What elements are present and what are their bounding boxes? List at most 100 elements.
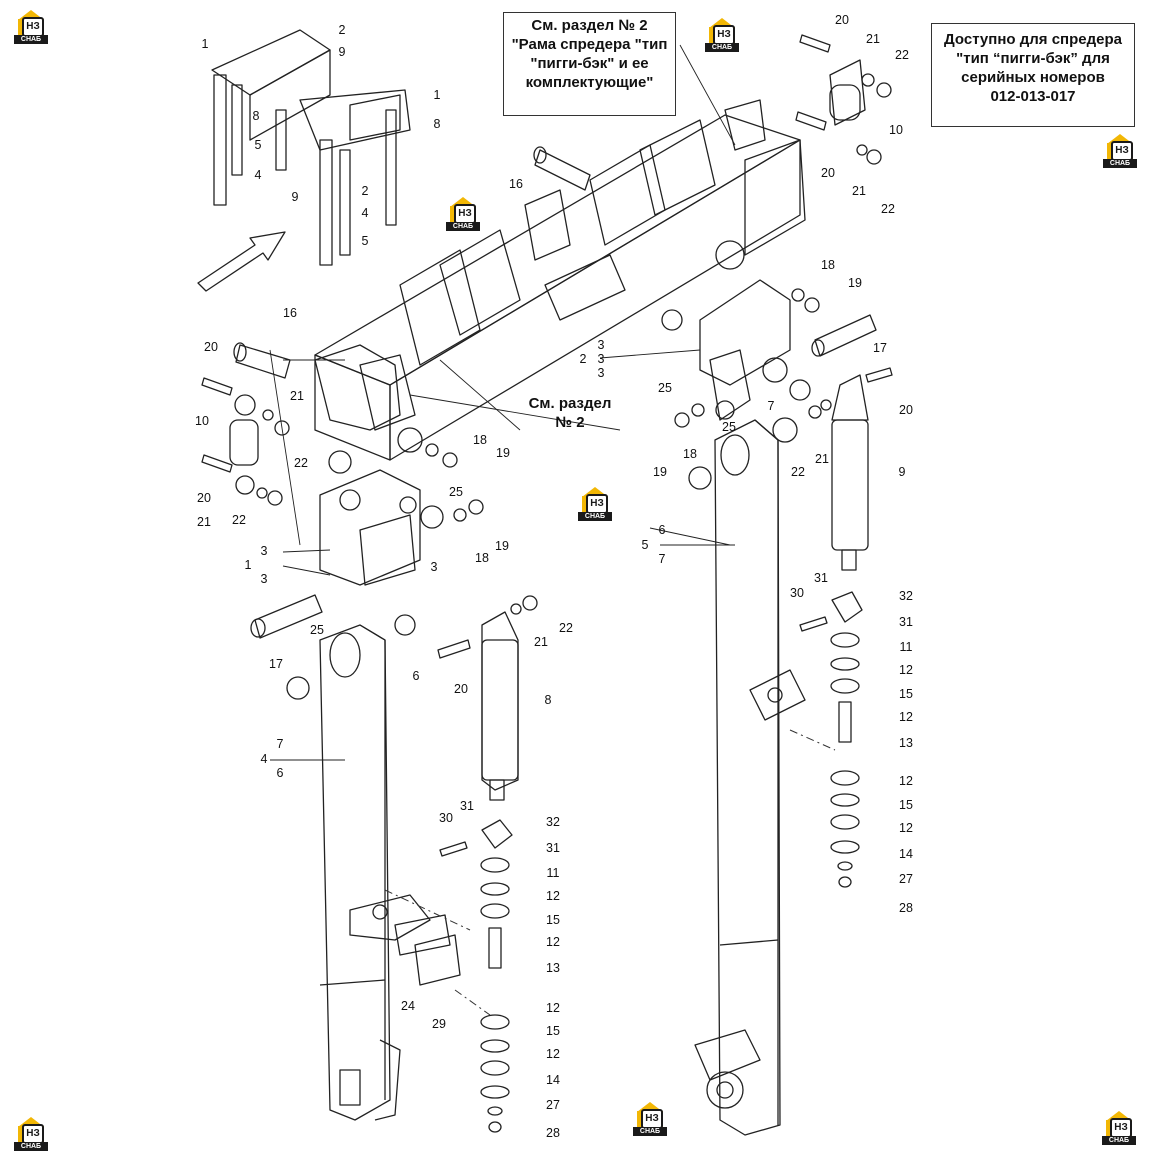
part-callout: 5 — [641, 538, 649, 552]
part-callout: 15 — [899, 798, 913, 812]
availability-line-1: Доступно для спредера — [944, 31, 1122, 48]
part-callout: 22 — [881, 202, 895, 216]
part-callout: 32 — [546, 815, 560, 829]
part-callout: 22 — [895, 48, 909, 62]
part-callout: 22 — [791, 465, 805, 479]
logo-roof-shape — [1106, 1111, 1132, 1121]
part-callout: 1 — [201, 37, 209, 51]
part-callout: 5 — [254, 138, 262, 152]
part-callout: 25 — [722, 420, 736, 434]
logo-mark: НЗ — [1111, 141, 1133, 161]
logo-mark: НЗ — [22, 17, 44, 37]
reference-frame-line-1: См. раздел № 2 — [531, 17, 648, 34]
part-callout: 14 — [546, 1073, 560, 1087]
part-callout: 3 — [597, 366, 605, 380]
part-callout: 19 — [495, 539, 509, 553]
logo-mark: НЗ — [1110, 1118, 1132, 1138]
part-callout: 3 — [430, 560, 438, 574]
part-callout: 25 — [449, 485, 463, 499]
part-callout: 21 — [290, 389, 304, 403]
part-callout: 5 — [361, 234, 369, 248]
reference-frame-line-2: "Рама спредера "тип — [511, 36, 668, 53]
part-callout: 22 — [559, 621, 573, 635]
part-callout: 21 — [534, 635, 548, 649]
section-reference-line-1: См. раздел — [528, 395, 612, 412]
part-callout: 8 — [252, 109, 260, 123]
part-callout: 28 — [899, 901, 913, 915]
logo-text: СНАБ — [14, 35, 48, 44]
part-callout: 25 — [310, 623, 324, 637]
part-callout: 12 — [546, 1001, 560, 1015]
logo-text: СНАБ — [446, 222, 480, 231]
part-callout: 4 — [260, 752, 268, 766]
spreader-overview-drawing — [211, 29, 411, 266]
availability-line-4: 012-013-017 — [990, 88, 1076, 105]
part-callout: 2 — [579, 352, 587, 366]
part-callout: 8 — [544, 693, 552, 707]
direction-arrow — [197, 231, 286, 292]
part-callout: 31 — [899, 615, 913, 629]
part-callout: 24 — [401, 999, 415, 1013]
part-callout: 12 — [546, 889, 560, 903]
part-callout: 30 — [439, 811, 453, 825]
part-callout: 29 — [432, 1017, 446, 1031]
part-callout: 28 — [546, 1126, 560, 1140]
part-callout: 3 — [260, 544, 268, 558]
logo-text: СНАБ — [633, 1127, 667, 1136]
part-callout: 3 — [597, 338, 605, 352]
availability-line-3: серийных номеров — [961, 69, 1105, 86]
part-callout: 9 — [898, 465, 906, 479]
part-callout: 6 — [658, 523, 666, 537]
part-callout: 20 — [454, 682, 468, 696]
logo-text: СНАБ — [578, 512, 612, 521]
part-callout: 15 — [899, 687, 913, 701]
part-callout: 12 — [899, 774, 913, 788]
part-callout: 20 — [835, 13, 849, 27]
part-callout: 15 — [546, 913, 560, 927]
logo-mark: НЗ — [454, 204, 476, 224]
part-callout: 12 — [899, 710, 913, 724]
left-leg-drawing — [319, 624, 401, 1121]
part-callout: 32 — [899, 589, 913, 603]
part-callout: 22 — [232, 513, 246, 527]
logo-mark: НЗ — [22, 1124, 44, 1144]
reference-frame-line-4: комплектующие" — [525, 74, 654, 91]
part-callout: 21 — [852, 184, 866, 198]
logo-roof-shape — [582, 487, 608, 497]
logo-roof-shape — [450, 197, 476, 207]
logo-roof-shape — [709, 18, 735, 28]
part-callout: 7 — [276, 737, 284, 751]
part-callout: 8 — [433, 117, 441, 131]
part-callout: 9 — [291, 190, 299, 204]
part-callout: 20 — [204, 340, 218, 354]
part-callout: 1 — [244, 558, 252, 572]
logo-text: СНАБ — [14, 1142, 48, 1151]
part-callout: 17 — [873, 341, 887, 355]
part-callout: 18 — [475, 551, 489, 565]
part-callout: 20 — [197, 491, 211, 505]
part-callout: 16 — [509, 177, 523, 191]
part-callout: 4 — [361, 206, 369, 220]
part-callout: 27 — [546, 1098, 560, 1112]
part-callout: 31 — [460, 799, 474, 813]
logo-text: СНАБ — [705, 43, 739, 52]
right-disc-stack — [830, 591, 863, 888]
part-callout: 30 — [790, 586, 804, 600]
part-callout: 10 — [195, 414, 209, 428]
logo-roof-shape — [18, 1117, 44, 1127]
logo-mark: НЗ — [641, 1109, 663, 1129]
part-callout: 19 — [848, 276, 862, 290]
logo-roof-shape — [1107, 134, 1133, 144]
logo-roof-shape — [18, 10, 44, 20]
part-callout: 10 — [889, 123, 903, 137]
part-callout: 12 — [546, 935, 560, 949]
reference-box-frame: См. раздел № 2 "Рама спредера "тип "пигг… — [503, 12, 676, 116]
section-reference-line-2: № 2 — [555, 414, 585, 431]
